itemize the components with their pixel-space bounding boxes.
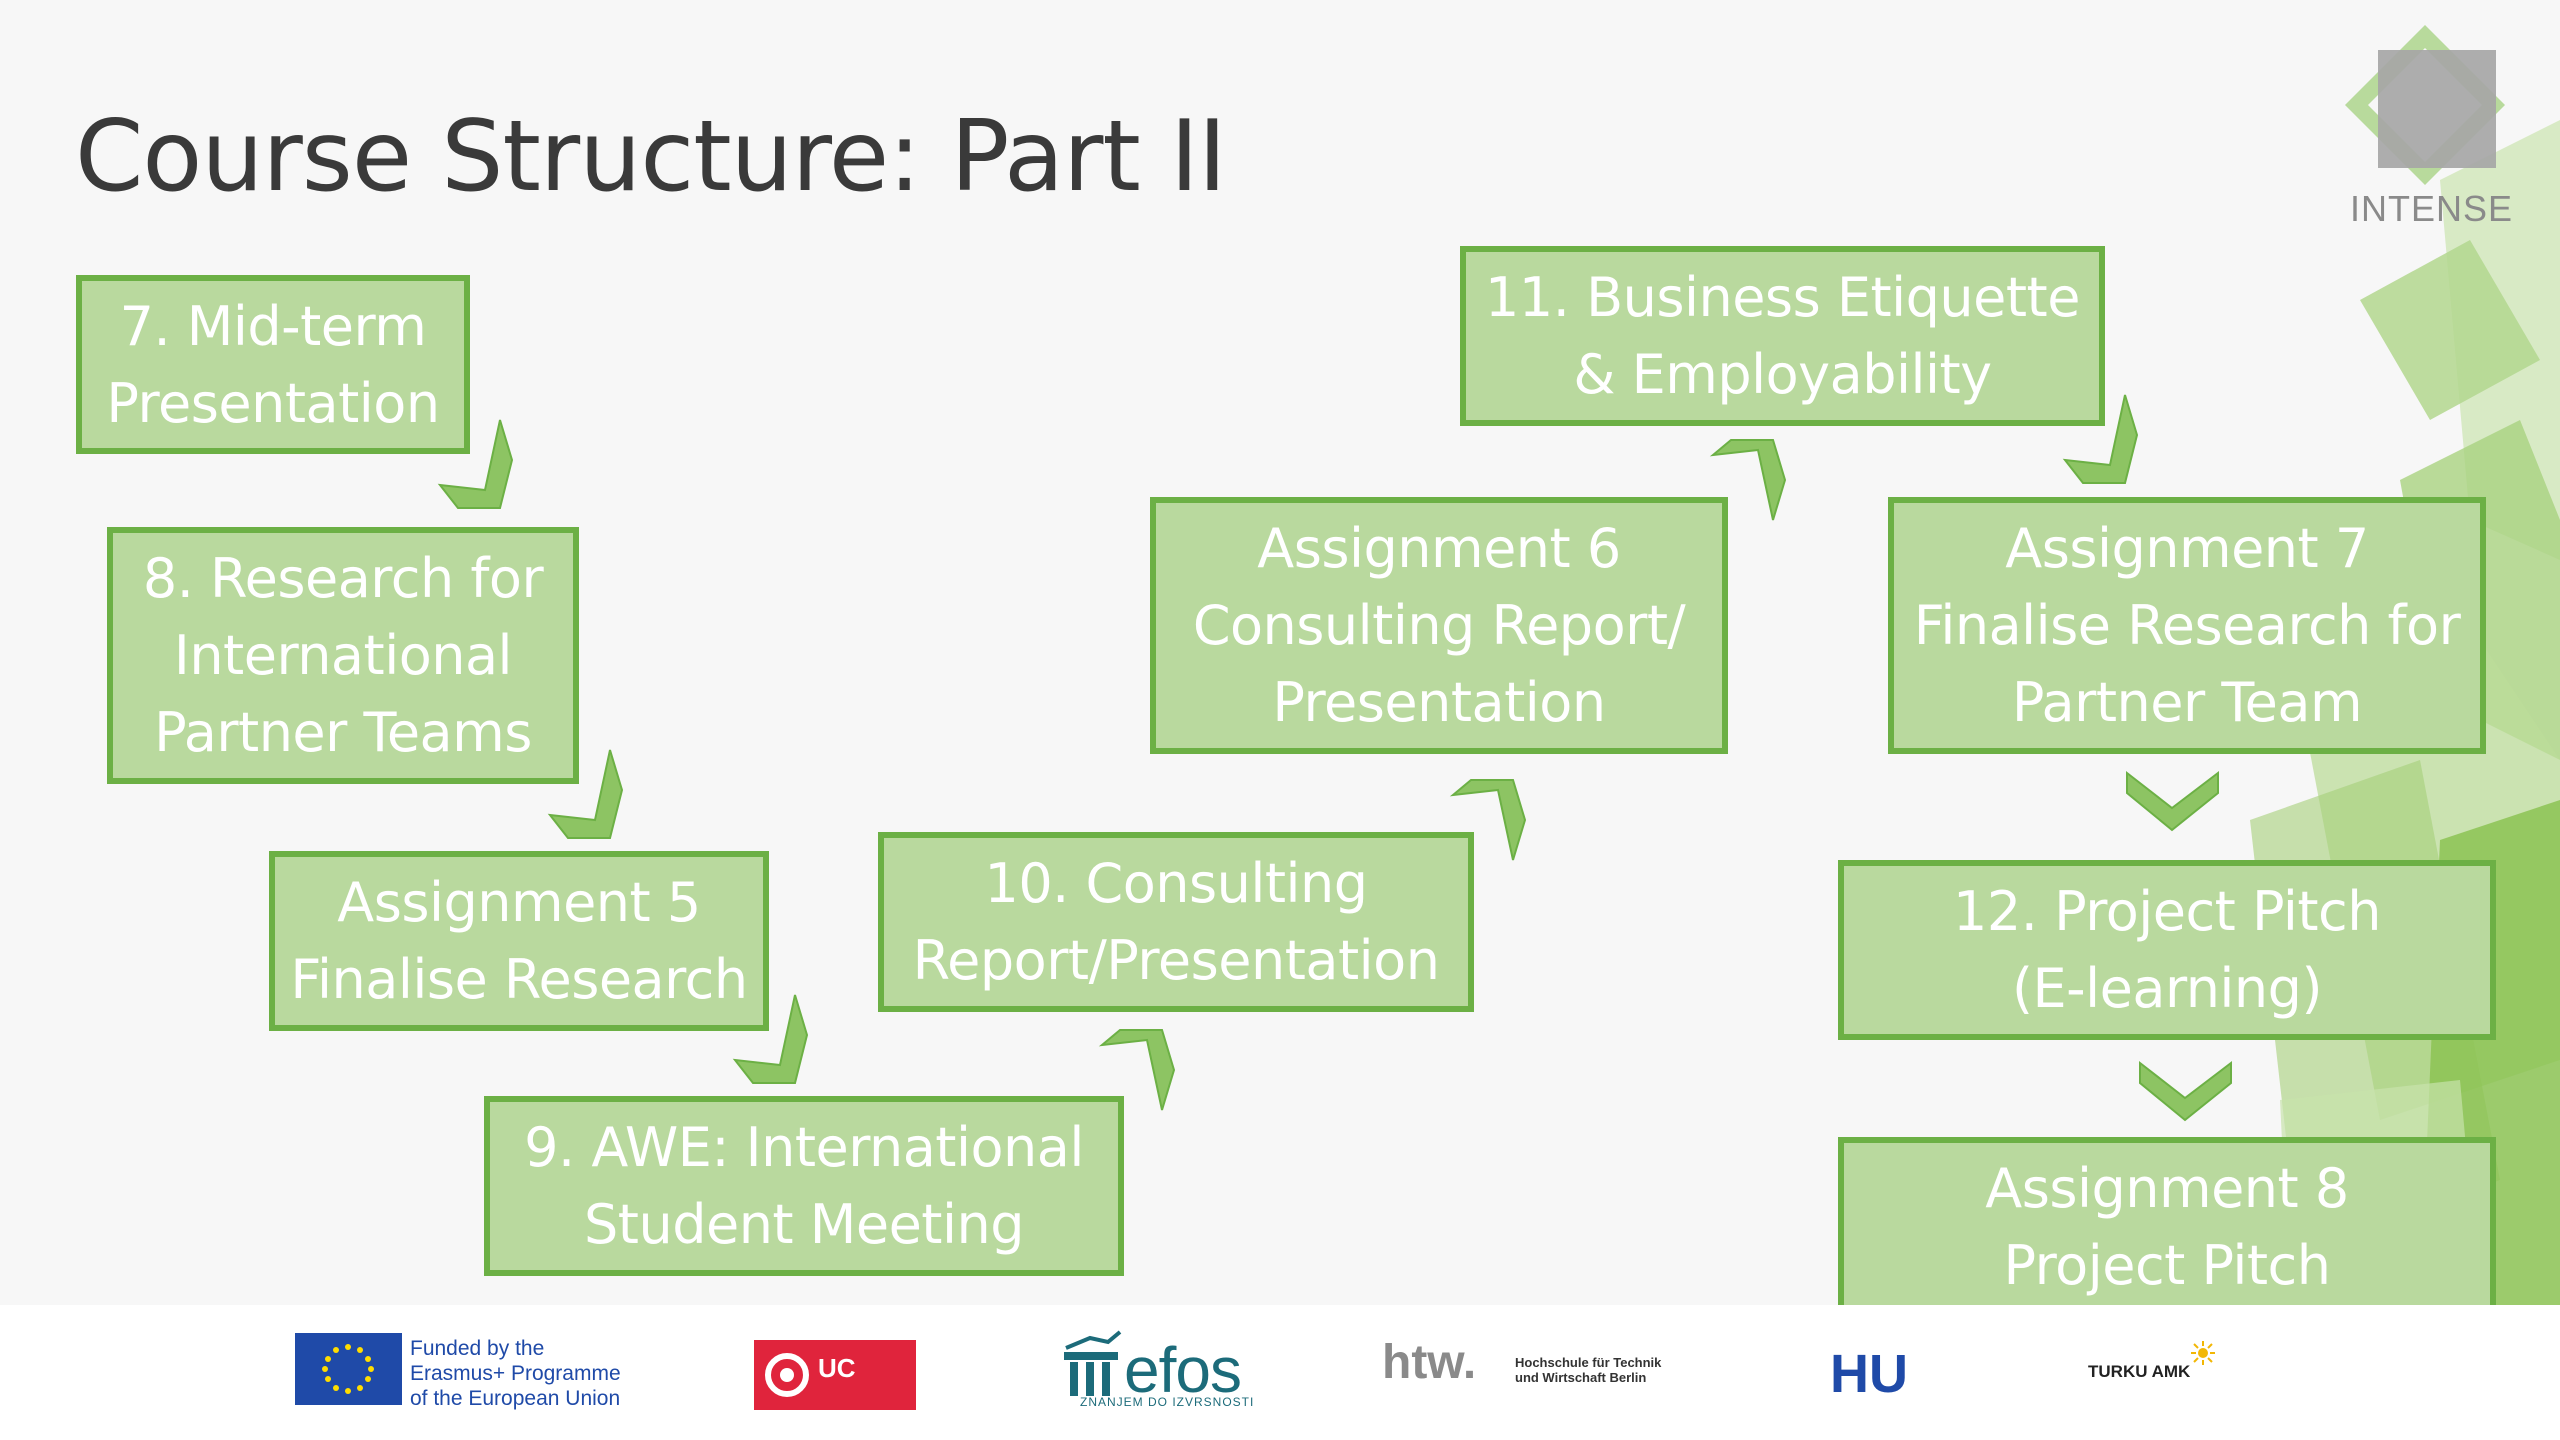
chevron-down-icon [2126, 770, 2219, 832]
box-mid-term-presentation: 7. Mid-term Presentation [76, 275, 470, 454]
box-consulting-report-presentation: 10. Consulting Report/Presentation [878, 832, 1474, 1012]
box-awe-international-student-meeting: 9. AWE: International Student Meeting [484, 1096, 1124, 1276]
arrow-up-right-icon [1098, 1029, 1176, 1111]
intense-logo-text: INTENSE [2350, 188, 2514, 229]
ucll-logo: UC [754, 1340, 916, 1410]
turku-amk-logo-text: TURKU AMK [2088, 1362, 2191, 1381]
intense-logo-icon [2345, 25, 2505, 185]
arrow-down-right-icon [2062, 394, 2139, 484]
efos-tagline: ZNANJEM DO IZVRSNOSTI [1080, 1395, 1255, 1409]
arrow-down-right-icon [732, 994, 809, 1084]
turku-sun-icon [2191, 1341, 2215, 1365]
arrow-down-right-icon [547, 749, 624, 839]
arrow-up-right-icon [1449, 779, 1527, 861]
hu-logo-text: HU [1830, 1344, 1908, 1404]
chevron-down-icon [2139, 1060, 2232, 1122]
arrow-up-right-icon [1709, 439, 1787, 521]
eu-funding-text: Funded by the Erasmus+ Programme of the … [410, 1337, 621, 1410]
arrow-down-right-icon [437, 419, 514, 509]
box-assignment-7-finalise-research-partner: Assignment 7 Finalise Research for Partn… [1888, 497, 2486, 754]
box-business-etiquette-employability: 11. Business Etiquette & Employability [1460, 246, 2105, 426]
htw-logo-text: htw. [1382, 1336, 1477, 1389]
ucll-logo-text: UC [818, 1353, 856, 1383]
efos-pillars-icon [1064, 1330, 1122, 1396]
efos-logo-text: efos [1124, 1334, 1242, 1406]
slide-title: Course Structure: Part II [75, 100, 1227, 214]
box-project-pitch-e-learning: 12. Project Pitch (E-learning) [1838, 860, 2496, 1040]
box-assignment-5-finalise-research: Assignment 5 Finalise Research [269, 851, 769, 1031]
box-assignment-8-project-pitch: Assignment 8 Project Pitch [1838, 1137, 2496, 1317]
htw-subtitle: Hochschule für Technik und Wirtschaft Be… [1515, 1355, 1662, 1385]
box-assignment-6-consulting-report: Assignment 6 Consulting Report/ Presenta… [1150, 497, 1728, 754]
eu-flag-icon [295, 1333, 402, 1405]
ucll-circle-icon [765, 1353, 809, 1397]
footer [0, 1305, 2560, 1440]
box-research-international-partner-teams: 8. Research for International Partner Te… [107, 527, 579, 784]
